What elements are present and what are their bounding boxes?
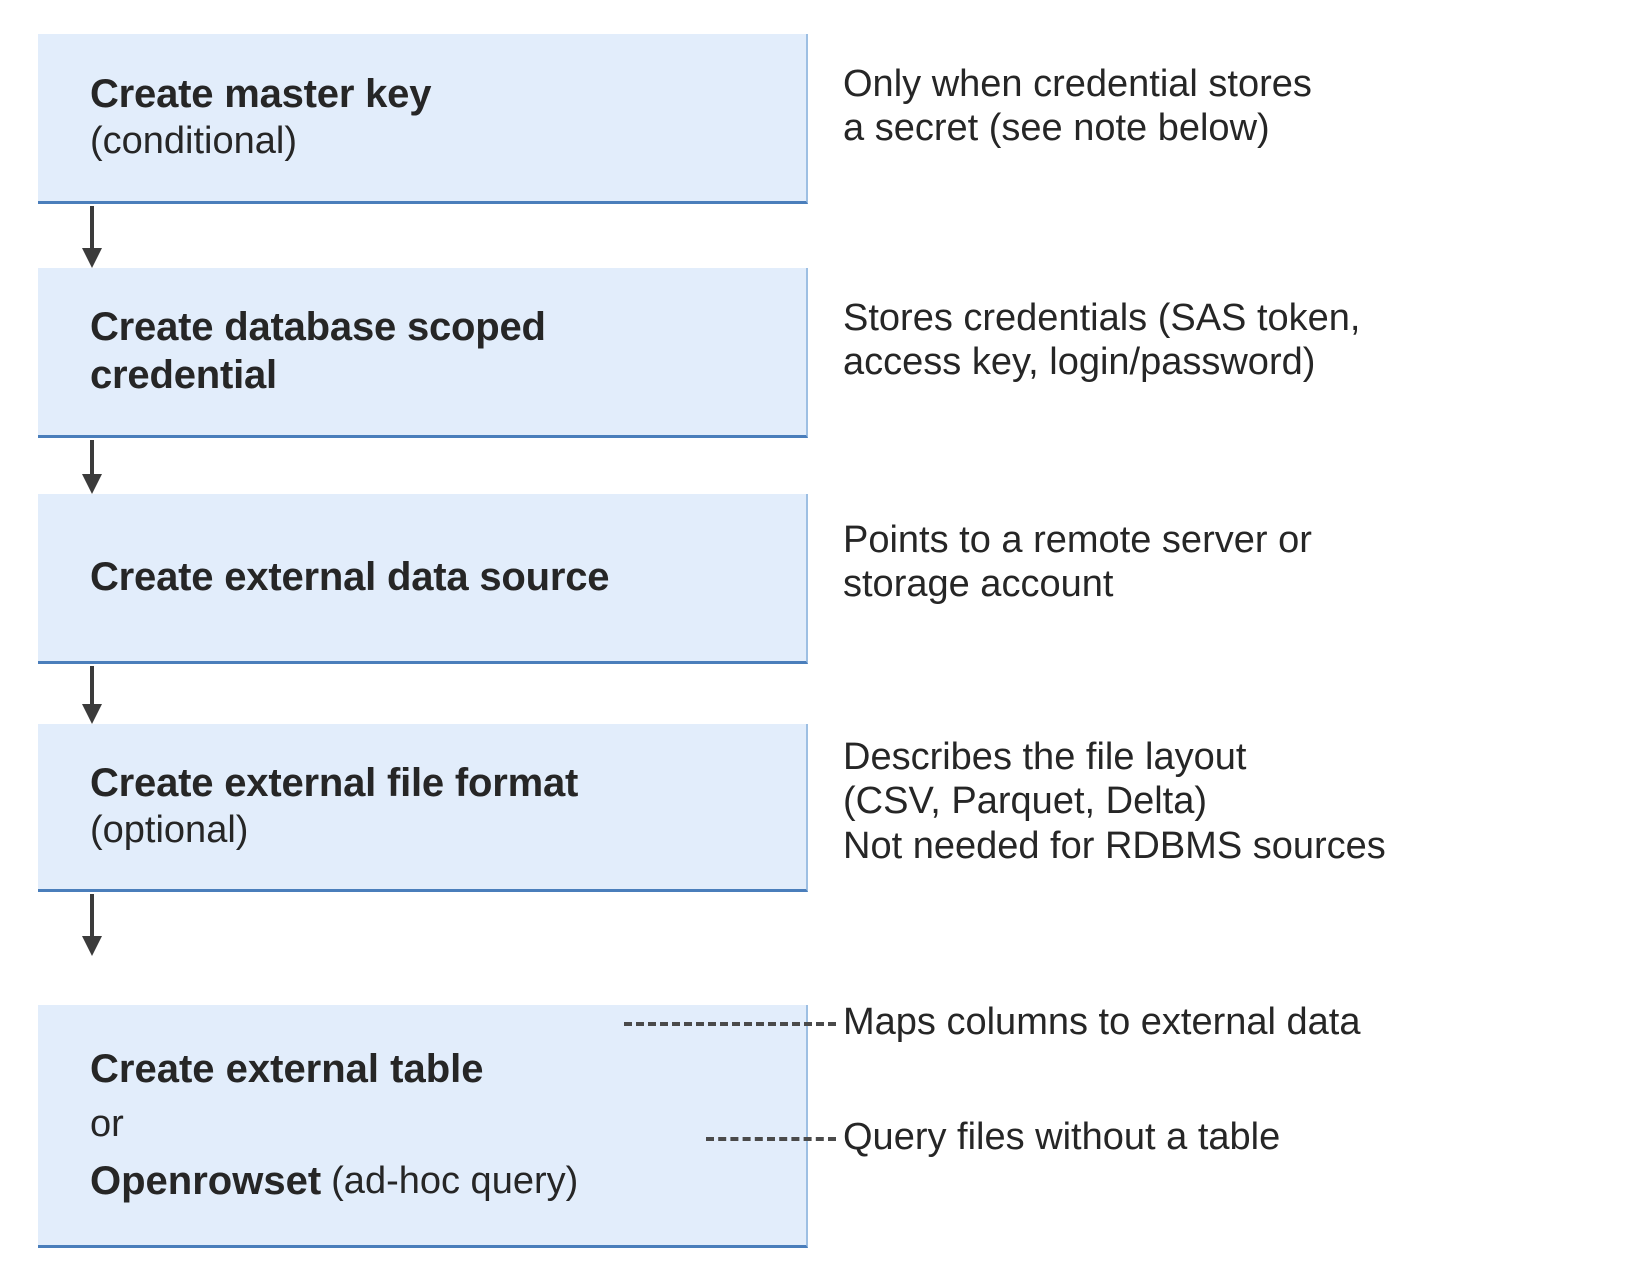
- or-label: or: [90, 1103, 124, 1146]
- annotation-create-external-table: Maps columns to external data: [843, 1001, 1361, 1043]
- annotation-create-external-data-source: Points to a remote server or storage acc…: [843, 519, 1312, 606]
- dashed-connector-external-table: [624, 1022, 836, 1026]
- step-title: Create database scoped credential: [90, 305, 546, 397]
- step5-row-external-table: Create external table: [90, 1041, 806, 1097]
- step-title: Create master key: [90, 72, 432, 117]
- annotation-create-master-key: Only when credential stores a secret (se…: [843, 63, 1312, 150]
- alt-step-suffix: (ad-hoc query): [331, 1159, 579, 1202]
- step5-row-openrowset: Openrowset (ad-hoc query): [90, 1153, 806, 1209]
- arrow-down-icon: [82, 440, 102, 494]
- arrow-down-icon: [82, 894, 102, 956]
- step-box-create-database-scoped-credential[interactable]: Create database scoped credential: [38, 268, 808, 438]
- annotation-create-database-scoped-credential: Stores credentials (SAS token, access ke…: [843, 297, 1361, 384]
- arrow-down-icon: [82, 666, 102, 724]
- step-title: Create external file format: [90, 761, 579, 806]
- step-subtitle: (conditional): [90, 119, 297, 162]
- alt-step-title: Openrowset: [90, 1158, 322, 1203]
- arrow-down-icon: [82, 206, 102, 268]
- step-title: Create external data source: [90, 554, 610, 599]
- step5-row-or: or: [90, 1097, 806, 1153]
- step-box-create-external-file-format[interactable]: Create external file format (optional): [38, 724, 808, 892]
- step-box-create-external-data-source[interactable]: Create external data source: [38, 494, 808, 664]
- step-box-create-external-table-or-openrowset[interactable]: Create external table or Openrowset (ad-…: [38, 1005, 808, 1248]
- annotation-create-external-file-format: Describes the file layout (CSV, Parquet,…: [843, 736, 1386, 867]
- step-subtitle: (optional): [90, 808, 249, 851]
- step-box-create-master-key[interactable]: Create master key (conditional): [38, 34, 808, 204]
- annotation-openrowset: Query files without a table: [843, 1116, 1281, 1158]
- step-title: Create external table: [90, 1046, 484, 1091]
- dashed-connector-openrowset: [706, 1137, 836, 1141]
